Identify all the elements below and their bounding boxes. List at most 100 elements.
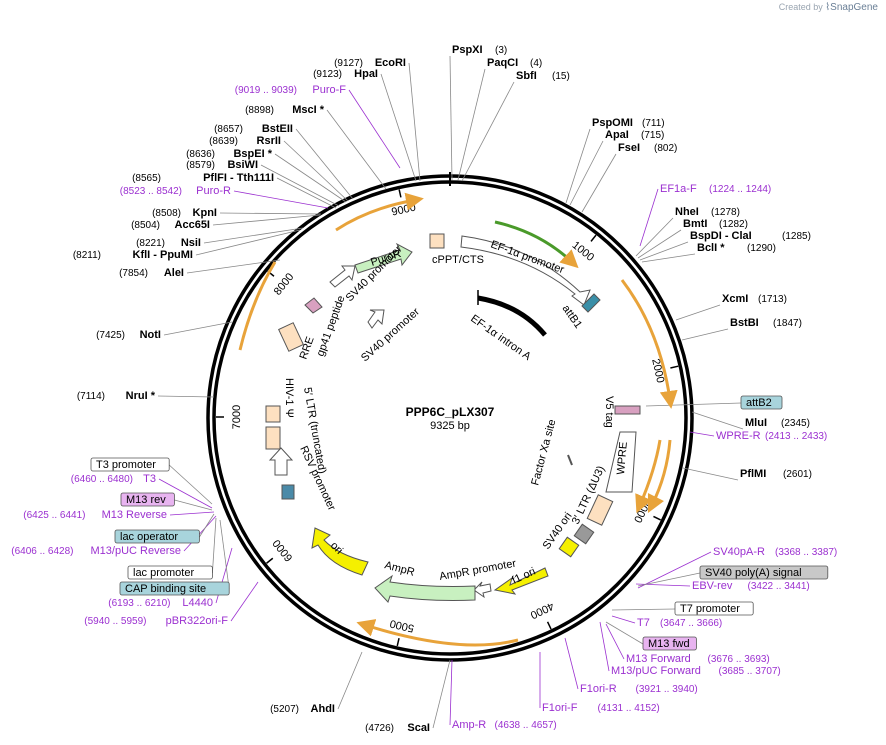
primer-line bbox=[183, 515, 217, 552]
enzyme-site: BmtI(1282) bbox=[683, 218, 748, 230]
enzyme-position: (1713) bbox=[758, 294, 787, 305]
enzyme-site: KflI - PpuMI(8211) bbox=[73, 249, 193, 261]
tick-line bbox=[546, 621, 552, 630]
ef1a-intron-a-arc bbox=[477, 295, 547, 337]
boxed-label-bg bbox=[127, 565, 213, 580]
tick-line bbox=[653, 515, 661, 521]
primer-range: (8523 .. 8542) bbox=[120, 186, 182, 197]
enzyme-name: AleI bbox=[164, 267, 184, 279]
enzyme-site: BsiWI(8579) bbox=[186, 159, 258, 171]
enzyme-name: EcoRI bbox=[375, 57, 406, 69]
primer-range: (6193 .. 6210) bbox=[108, 598, 170, 609]
ltr5-box bbox=[265, 405, 281, 423]
boxed-label-line bbox=[645, 402, 742, 407]
enzyme-line bbox=[276, 177, 337, 209]
boxed-label-bg bbox=[119, 581, 230, 596]
enzyme-lines bbox=[157, 55, 744, 729]
ampr-arrow bbox=[374, 574, 476, 603]
primer-range: (9019 .. 9039) bbox=[235, 85, 297, 96]
primer-range: (4131 .. 4152) bbox=[598, 703, 660, 714]
enzyme-site: FseI (802) bbox=[618, 142, 677, 154]
boxed-label: lac promoter bbox=[127, 565, 213, 580]
primer-site: M13/pUC Forward(3685 .. 3707) bbox=[611, 665, 781, 677]
boxed-label-bg bbox=[740, 395, 783, 410]
primer-range: (5940 .. 5959) bbox=[84, 616, 146, 627]
enzyme-name: NotI bbox=[140, 329, 161, 341]
primer-name: Puro-F bbox=[312, 84, 346, 96]
orf-arc-left bbox=[238, 261, 277, 351]
boxed-label: CAP binding site bbox=[119, 581, 230, 596]
primer-site: EF1a-F(1224 .. 1244) bbox=[660, 183, 771, 195]
primer-name: F1ori-F bbox=[542, 702, 578, 714]
boxed-label-bg bbox=[90, 457, 170, 472]
primer-line bbox=[348, 89, 401, 169]
primer-site: T3(6460 .. 6480) bbox=[71, 473, 156, 485]
enzyme-name: PspXI bbox=[452, 44, 483, 56]
enzyme-name: SbfI bbox=[516, 70, 537, 82]
enzyme-position: (15) bbox=[552, 71, 570, 82]
enzyme-name: ScaI bbox=[407, 722, 430, 734]
enzyme-position: (8221) bbox=[136, 238, 165, 249]
boxed-label-line bbox=[168, 464, 213, 505]
primer-name: M13/pUC Reverse bbox=[91, 545, 181, 557]
hiv-psi-box bbox=[265, 426, 281, 450]
primer-range: (6425 .. 6441) bbox=[23, 510, 85, 521]
enzyme-position: (802) bbox=[654, 143, 677, 154]
enzyme-line bbox=[186, 259, 281, 274]
enzyme-line bbox=[639, 241, 689, 261]
label-ef1a-intron-a: EF-1α intron A bbox=[468, 313, 533, 364]
primer-line bbox=[564, 637, 579, 690]
primer-site: WPRE-R(2413 .. 2433) bbox=[716, 430, 827, 442]
enzyme-position: (9127) bbox=[334, 58, 363, 69]
enzyme-line bbox=[681, 328, 729, 341]
wpre-box bbox=[605, 431, 637, 493]
boxed-label-line bbox=[212, 517, 217, 574]
primer-site: EBV-rev(3422 .. 3441) bbox=[692, 580, 810, 592]
sv40-promoter-arrow-1 bbox=[329, 265, 356, 288]
orf-arc-right bbox=[620, 279, 678, 409]
boxed-label-bg bbox=[114, 529, 200, 544]
orf-arc-wpre bbox=[635, 439, 662, 514]
primer-range: (6460 .. 6480) bbox=[71, 474, 133, 485]
primer-range: (6406 .. 6428) bbox=[11, 546, 73, 557]
watermark-prefix: Created by bbox=[778, 2, 823, 12]
primer-line bbox=[639, 188, 659, 247]
enzyme-name: BstEII bbox=[262, 123, 293, 135]
enzyme-position: (8639) bbox=[209, 136, 238, 147]
enzyme-position: (8504) bbox=[131, 220, 160, 231]
enzyme-line bbox=[274, 153, 347, 203]
enzyme-site: PaqCI(4) bbox=[487, 57, 542, 69]
primer-site: T7 (3647 .. 3666) bbox=[637, 617, 722, 629]
enzyme-name: PflFI - Tth111I bbox=[203, 172, 274, 184]
enzyme-position: (1285) bbox=[782, 231, 811, 242]
enzyme-position: (8211) bbox=[73, 250, 101, 261]
boxed-label-text: T3 promoter bbox=[96, 459, 156, 471]
enzyme-position: (8636) bbox=[186, 149, 215, 160]
enzyme-site: NsiI(8221) bbox=[136, 237, 201, 249]
enzyme-name: XcmI bbox=[722, 293, 748, 305]
enzyme-position: (8565) bbox=[132, 173, 161, 184]
tick-label: 7000 bbox=[231, 405, 243, 430]
primer-name: T7 bbox=[637, 617, 650, 629]
orf-arc-top-left bbox=[335, 192, 424, 232]
enzyme-site: PspXI(3) bbox=[452, 44, 507, 56]
f1-ori-arrow bbox=[493, 567, 549, 595]
primer-range: (3647 .. 3666) bbox=[660, 618, 722, 629]
enzyme-position: (7114) bbox=[77, 391, 105, 402]
enzyme-name: FseI bbox=[618, 142, 640, 154]
enzyme-line bbox=[260, 164, 340, 207]
enzyme-name: NheI bbox=[675, 206, 699, 218]
boxed-label-bg bbox=[674, 601, 754, 616]
boxed-label: M13 rev bbox=[120, 492, 175, 507]
enzyme-name: BspEI * bbox=[233, 148, 272, 160]
primer-name: EBV-rev bbox=[692, 580, 733, 592]
enzyme-site: ApaI(715) bbox=[605, 129, 664, 141]
primer-range: (4638 .. 4657) bbox=[495, 720, 557, 731]
orf-arc-bottom bbox=[356, 619, 519, 647]
primer-name: M13 Forward bbox=[626, 653, 691, 665]
sv40-promoter-arrow-2 bbox=[367, 309, 385, 329]
enzyme-site: BstEII(8657) bbox=[214, 123, 293, 135]
label-ampr-promoter: AmpR promoter bbox=[438, 558, 517, 583]
gp41-peptide-shape bbox=[304, 297, 323, 314]
